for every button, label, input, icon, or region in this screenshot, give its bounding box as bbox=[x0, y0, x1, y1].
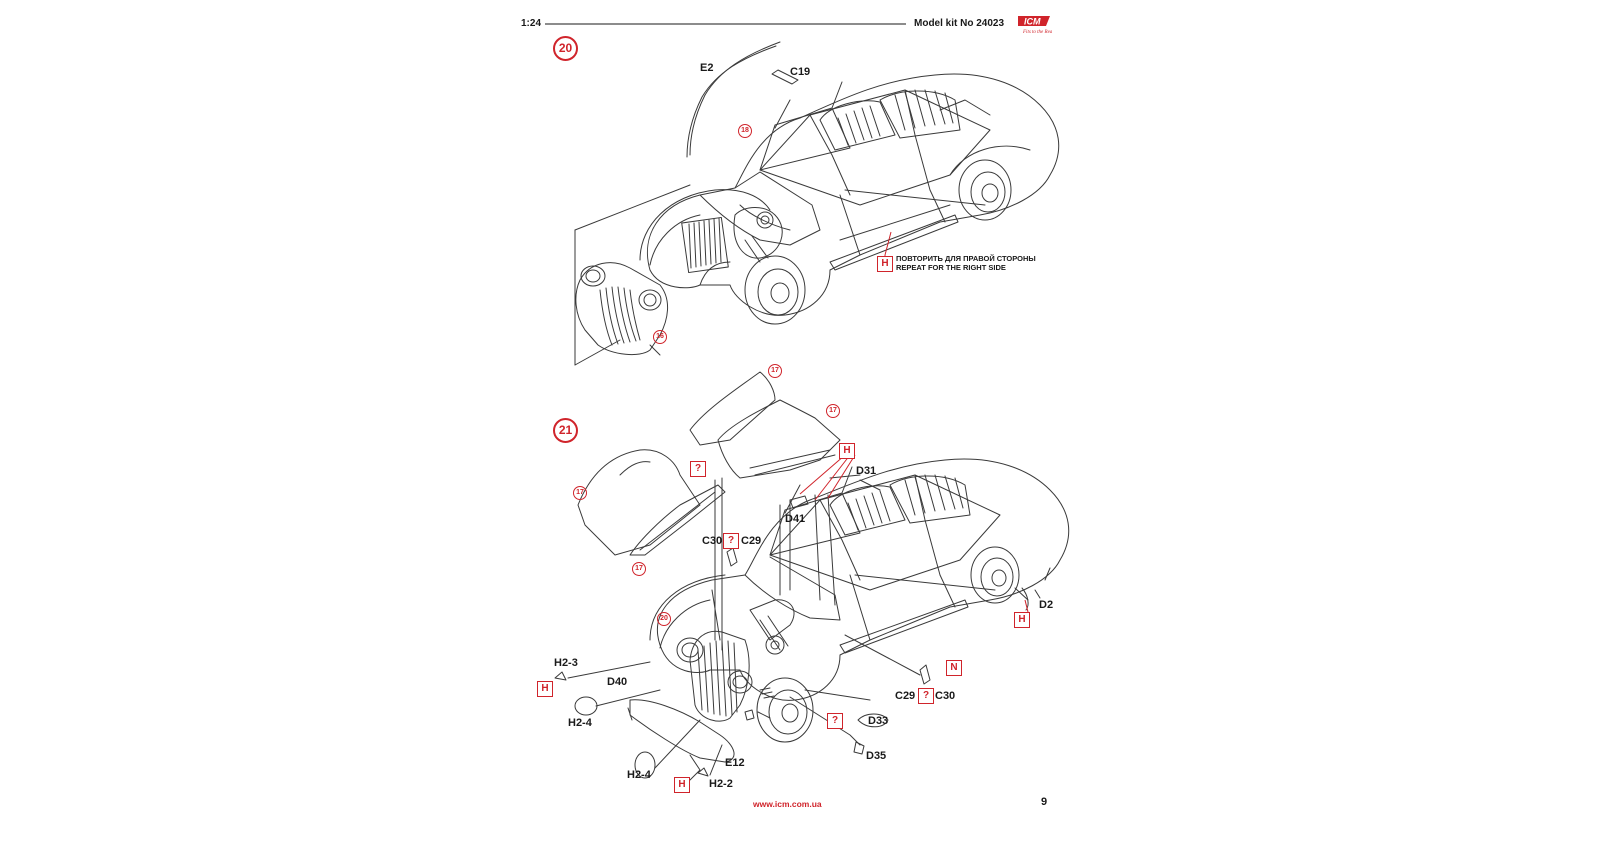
ref-step-17-b: 17 bbox=[826, 404, 840, 418]
label-c19: C19 bbox=[790, 66, 811, 78]
svg-text:Fits to the Real: Fits to the Real bbox=[1022, 30, 1052, 35]
repeat-note: ПОВТОРИТЬ ДЛЯ ПРАВОЙ СТОРОНЫ REPEAT FOR … bbox=[896, 254, 1036, 272]
icm-logo: ICM Fits to the Real bbox=[1016, 14, 1054, 36]
label-e12: E12 bbox=[725, 757, 745, 769]
part-e12 bbox=[744, 709, 755, 721]
part-e2 bbox=[689, 41, 781, 156]
label-c30-left: C30 bbox=[702, 535, 723, 547]
ref-step-18: 18 bbox=[738, 124, 752, 138]
part-d31 bbox=[829, 474, 861, 479]
svg-text:ICM: ICM bbox=[1024, 17, 1041, 27]
label-e2: E2 bbox=[700, 62, 714, 74]
part-c29-c30-right bbox=[919, 664, 931, 685]
icm-logo-graphic: ICM Fits to the Real bbox=[1018, 16, 1054, 35]
part-h2-3 bbox=[554, 671, 567, 681]
symbol-question-hood: ? bbox=[690, 461, 706, 477]
ref-step-17-a: 17 bbox=[768, 364, 782, 378]
step-number-21: 21 bbox=[553, 418, 578, 443]
symbol-h-h2-2: H bbox=[674, 777, 690, 793]
page-number: 9 bbox=[1041, 796, 1048, 808]
label-d2: D2 bbox=[1039, 599, 1054, 611]
symbol-question-c29-c30-right: ? bbox=[918, 688, 934, 704]
label-c30-right: C30 bbox=[935, 690, 956, 702]
part-h2-4-top bbox=[574, 696, 598, 716]
part-d35 bbox=[853, 741, 865, 755]
part-d41 bbox=[789, 495, 809, 509]
ref-step-16: 16 bbox=[653, 330, 667, 344]
label-h2-2: H2-2 bbox=[709, 778, 733, 790]
symbol-h-h2-3: H bbox=[537, 681, 553, 697]
label-h2-3: H2-3 bbox=[554, 657, 578, 669]
symbol-h-d41: H bbox=[839, 443, 855, 459]
ref-step-20: 20 bbox=[657, 612, 671, 626]
ref-step-17-d: 17 bbox=[632, 562, 646, 576]
label-c29-left: C29 bbox=[741, 535, 762, 547]
part-d33 bbox=[857, 713, 889, 728]
symbol-n: N bbox=[946, 660, 962, 676]
repeat-note-ru: ПОВТОРИТЬ ДЛЯ ПРАВОЙ СТОРОНЫ bbox=[896, 254, 1036, 263]
part-c29-c30-left bbox=[726, 547, 738, 567]
step-number-20: 20 bbox=[553, 36, 578, 61]
label-d35: D35 bbox=[866, 750, 887, 762]
symbol-question-d33: ? bbox=[827, 713, 843, 729]
symbol-h-d2: H bbox=[1014, 612, 1030, 628]
label-h2-4-b: H2-4 bbox=[627, 769, 651, 781]
car-step20 bbox=[639, 73, 1060, 325]
label-d31: D31 bbox=[856, 465, 877, 477]
repeat-note-en: REPEAT FOR THE RIGHT SIDE bbox=[896, 263, 1006, 272]
symbol-h-step20: H bbox=[877, 256, 893, 272]
scale-label: 1:24 bbox=[521, 18, 542, 29]
label-d33: D33 bbox=[868, 715, 889, 727]
part-h2-2 bbox=[697, 767, 709, 777]
model-kit-label: Model kit No 24023 bbox=[914, 18, 1005, 29]
footer-url: www.icm.com.ua bbox=[753, 799, 822, 809]
ref-step-17-c: 17 bbox=[573, 486, 587, 500]
grille-assembly-step20 bbox=[575, 262, 668, 356]
label-d40: D40 bbox=[607, 676, 628, 688]
hood-panels-step21 bbox=[577, 371, 841, 556]
symbol-question-c29-c30-left: ? bbox=[723, 533, 739, 549]
part-c19 bbox=[771, 69, 799, 85]
label-h2-4-a: H2-4 bbox=[568, 717, 592, 729]
label-c29-right: C29 bbox=[895, 690, 916, 702]
car-step21 bbox=[627, 458, 1070, 781]
label-d41: D41 bbox=[785, 513, 806, 525]
part-h2-4-bottom bbox=[634, 751, 656, 779]
